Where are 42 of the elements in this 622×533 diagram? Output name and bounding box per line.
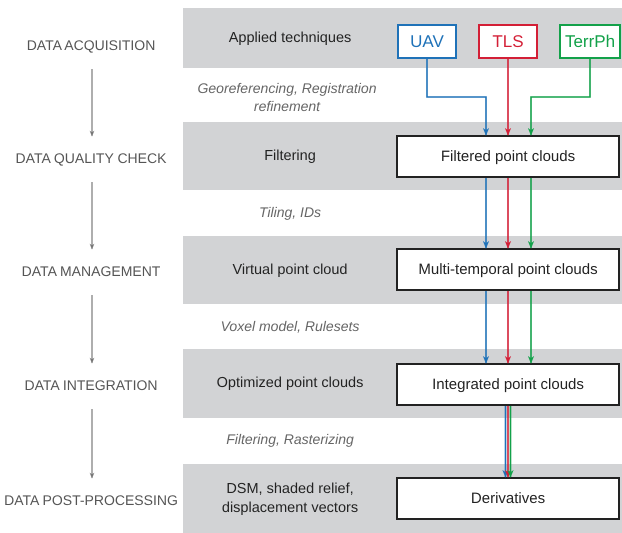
band-label: Applied techniques [228, 28, 352, 48]
band-label: Optimized point clouds [216, 374, 364, 393]
result-box: Derivatives [396, 477, 620, 520]
step-note: Voxel model, Rulesets [220, 317, 360, 336]
stage-band [183, 122, 622, 190]
stage-band [183, 464, 622, 533]
result-box: Integrated point clouds [396, 363, 620, 406]
band-label: Filtering [263, 146, 317, 166]
result-box: Multi-temporal point clouds [396, 248, 620, 291]
arrow [90, 182, 94, 250]
band-label: DSM, shaded relief, displacement vectors [220, 480, 360, 517]
stage-label: DATA INTEGRATION [0, 373, 182, 397]
stage-band [183, 349, 622, 418]
arrow [482, 291, 490, 364]
stage-label: DATA POST-PROCESSING [0, 488, 182, 512]
source-box: TLS [478, 24, 538, 59]
arrow [482, 178, 490, 249]
stage-label: DATA MANAGEMENT [0, 259, 182, 283]
arrow [504, 59, 512, 136]
arrow [504, 178, 512, 249]
arrow [90, 69, 94, 137]
source-box: UAV [397, 24, 457, 59]
arrow [504, 406, 512, 478]
step-note: Georeferencing, Registration refinement [196, 79, 378, 116]
stage-band [183, 8, 622, 68]
step-note: Filtering, Rasterizing [225, 430, 355, 448]
stage-label: DATA ACQUISITION [0, 33, 182, 57]
arrow [426, 59, 490, 136]
arrow [90, 409, 94, 479]
arrow [528, 291, 534, 364]
step-note: Tiling, IDs [258, 203, 322, 222]
source-box: TerrPh [559, 24, 621, 59]
band-label: Virtual point cloud [231, 260, 348, 280]
result-box: Filtered point clouds [396, 135, 620, 178]
arrow [502, 406, 509, 478]
arrow [528, 178, 534, 249]
stage-label: DATA QUALITY CHECK [0, 146, 182, 170]
arrow [528, 59, 591, 136]
stage-band [183, 236, 622, 304]
arrow [504, 291, 512, 364]
arrow [90, 295, 94, 364]
arrow [507, 406, 514, 478]
